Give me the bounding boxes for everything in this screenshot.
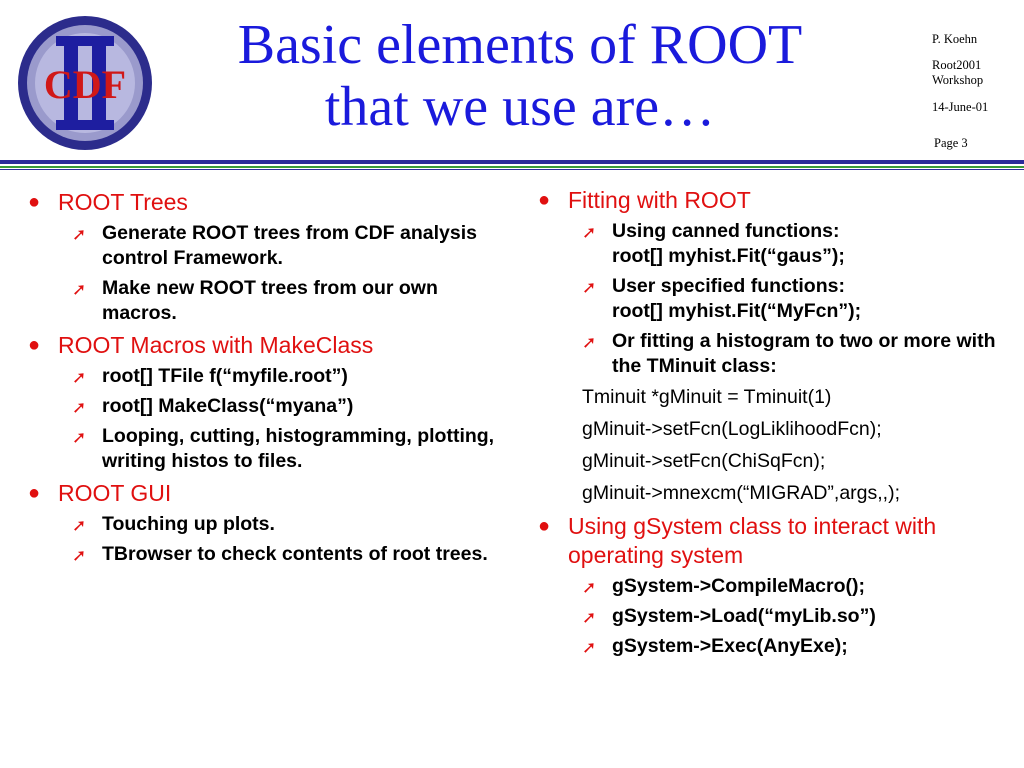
page-number: Page 3 [934, 136, 968, 150]
arrow-icon: ➚ [582, 333, 597, 352]
arrow-icon: ➚ [582, 223, 597, 242]
arrow-icon: ➚ [72, 516, 87, 535]
arrow-icon: ➚ [72, 546, 87, 565]
title-line-2: that we use are… [324, 76, 716, 138]
arrow-icon: ➚ [72, 368, 87, 387]
right-column: ●Fitting with ROOT ➚Using canned functio… [532, 186, 1012, 664]
sub-item: ➚root[] TFile f(“myfile.root”) [22, 364, 502, 389]
cdf-logo: CDF [16, 14, 154, 152]
bullet-gsystem: ●Using gSystem class to interact with op… [538, 513, 937, 568]
bullet-dot-icon: ● [538, 189, 551, 211]
sub-item: ➚Or fitting a histogram to two or more w… [582, 330, 996, 377]
arrow-icon: ➚ [72, 225, 87, 244]
code-line: gMinuit->setFcn(ChiSqFcn); [582, 450, 826, 472]
sub-item: ➚gSystem->Load(“myLib.so”) [532, 604, 1012, 629]
slide-title: Basic elements of ROOT that we use are… [170, 14, 870, 138]
arrow-icon: ➚ [582, 278, 597, 297]
code-line: Tminuit *gMinuit = Tminuit(1) [582, 386, 832, 408]
sub-item: ➚gSystem->Exec(AnyExe); [532, 634, 1012, 659]
sub-item: ➚Make new ROOT trees from our own macros… [72, 277, 438, 324]
header-rule-accent [0, 166, 1024, 168]
sub-item: ➚gSystem->CompileMacro(); [532, 574, 1012, 599]
sub-item: ➚User specified functions:root[] myhist.… [582, 275, 862, 322]
arrow-icon: ➚ [72, 280, 87, 299]
bullet-root-gui: ●ROOT GUI [28, 480, 172, 506]
sub-item: ➚TBrowser to check contents of root tree… [22, 542, 502, 567]
bullet-fitting: ●Fitting with ROOT [538, 187, 751, 213]
bullet-dot-icon: ● [28, 334, 41, 356]
arrow-icon: ➚ [582, 608, 597, 627]
code-line: gMinuit->setFcn(LogLiklihoodFcn); [582, 418, 882, 440]
bullet-dot-icon: ● [28, 191, 41, 213]
arrow-icon: ➚ [72, 428, 87, 447]
arrow-icon: ➚ [582, 578, 597, 597]
sub-item: ➚Looping, cutting, histogramming, plotti… [72, 425, 495, 472]
title-line-1: Basic elements of ROOT [237, 14, 803, 76]
header-rule [0, 160, 1024, 164]
code-line: gMinuit->mnexcm(“MIGRAD”,args,,); [582, 482, 900, 504]
sub-item: ➚Using canned functions:root[] myhist.Fi… [582, 220, 845, 267]
workshop: Root2001 Workshop [932, 58, 984, 87]
bullet-dot-icon: ● [538, 515, 551, 537]
author: P. Koehn [932, 32, 978, 46]
arrow-icon: ➚ [72, 398, 87, 417]
header-rule-thin [0, 169, 1024, 170]
date: 14-June-01 [932, 100, 989, 114]
bullet-dot-icon: ● [28, 482, 41, 504]
bullet-root-trees: ●ROOT Trees [28, 189, 188, 215]
arrow-icon: ➚ [582, 638, 597, 657]
sub-item: ➚Touching up plots. [22, 512, 502, 537]
svg-text:CDF: CDF [44, 62, 126, 107]
left-column: ●ROOT Trees ➚Generate ROOT trees from CD… [22, 188, 502, 572]
bullet-root-macros: ●ROOT Macros with MakeClass [28, 332, 374, 358]
sub-item: ➚root[] MakeClass(“myana”) [22, 394, 502, 419]
sub-item: ➚Generate ROOT trees from CDF analysis c… [72, 222, 477, 269]
